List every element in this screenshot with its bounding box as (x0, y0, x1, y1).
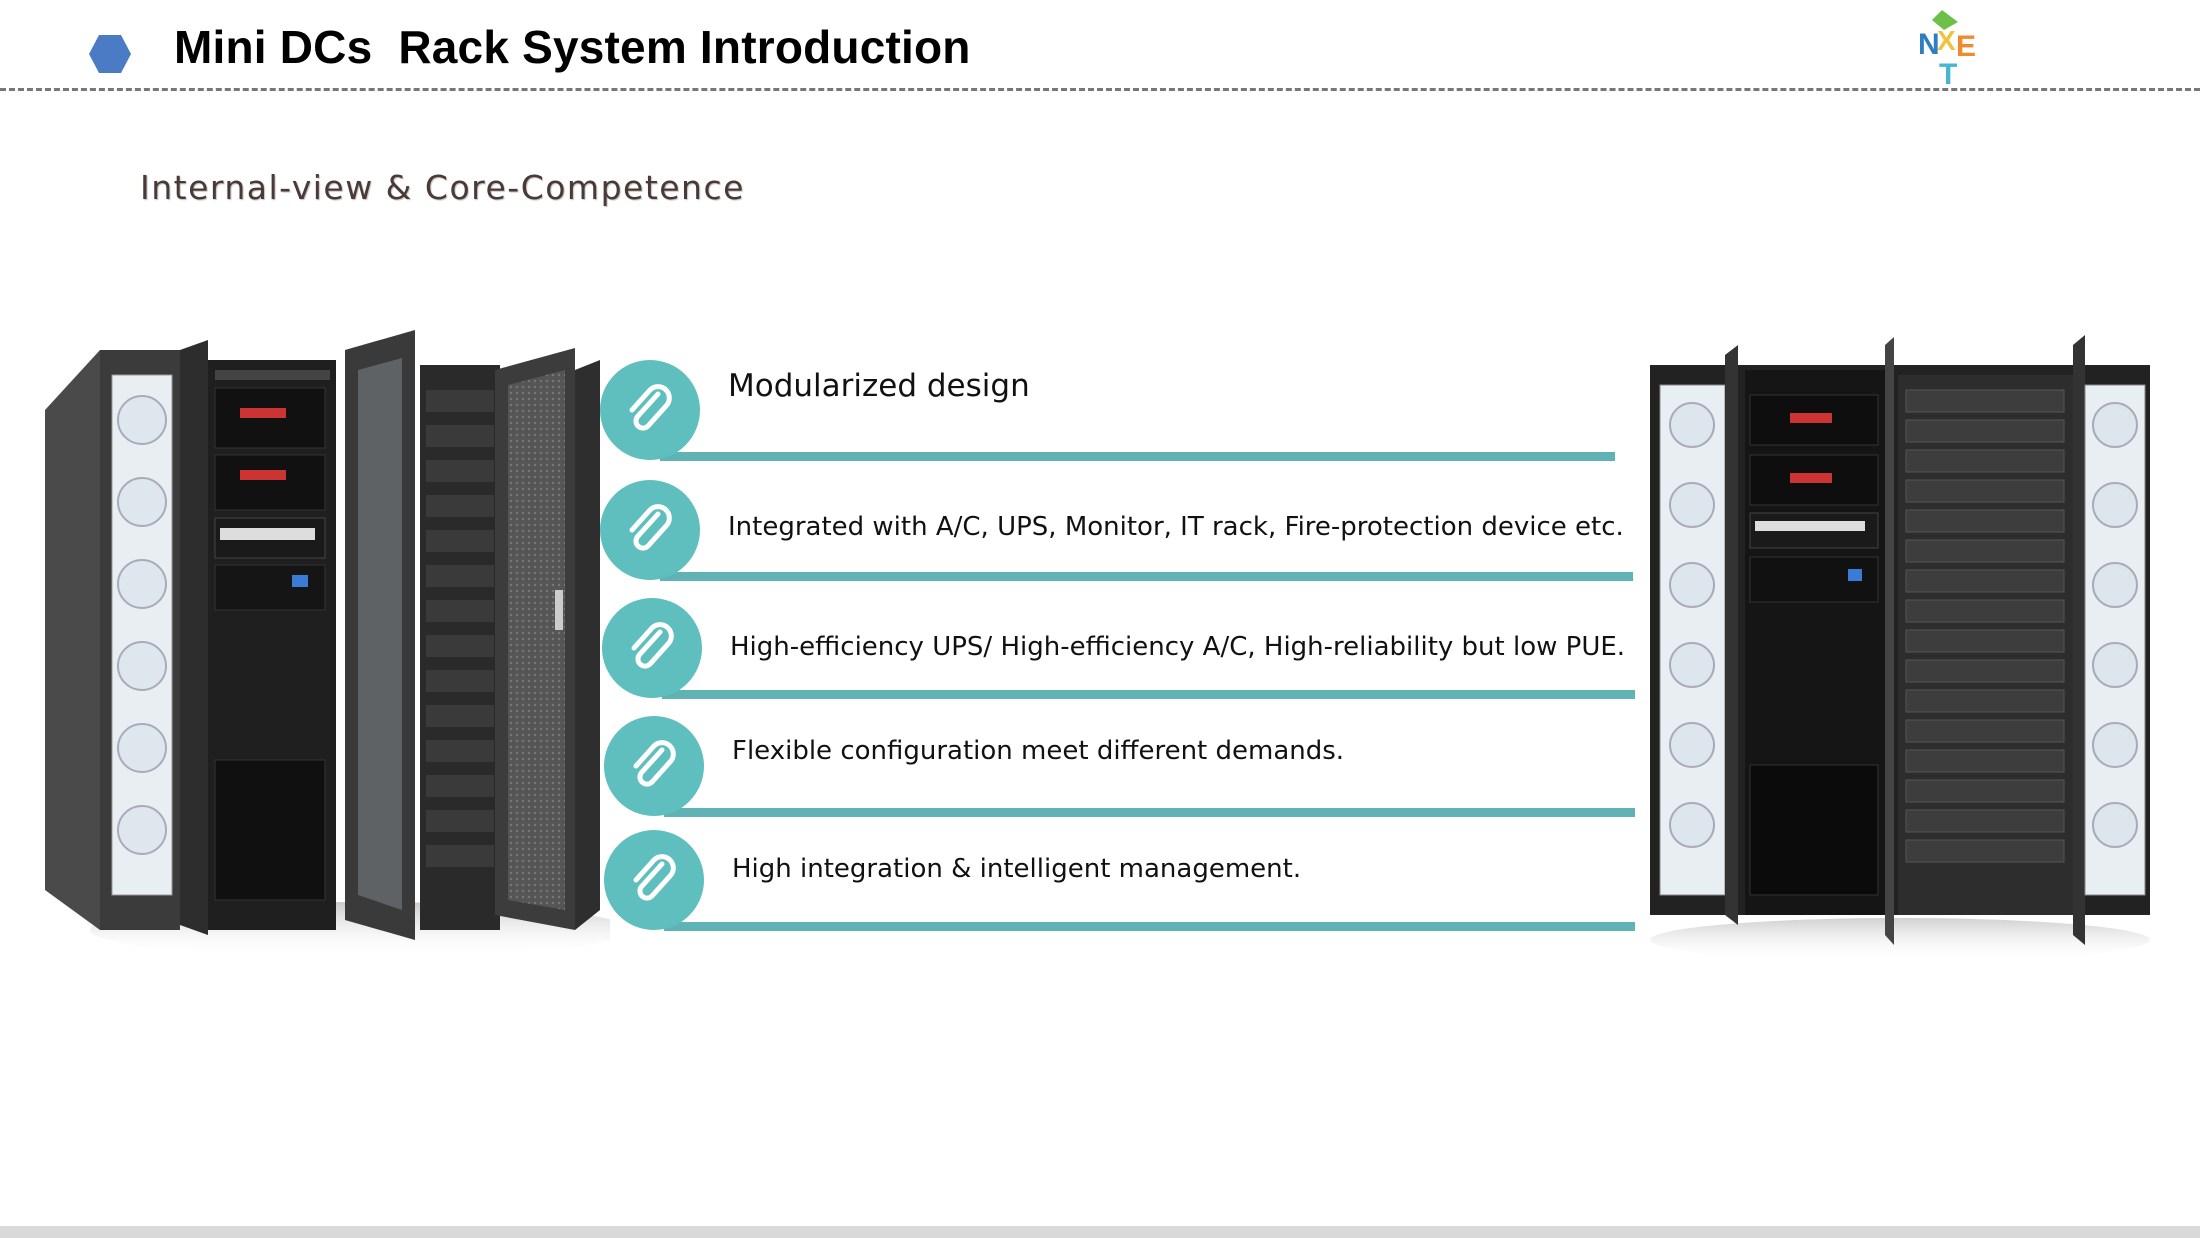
footer-bar (0, 1226, 2200, 1238)
feature-label: Flexible configuration meet different de… (732, 736, 1345, 766)
rack-front-view-image (1650, 335, 2150, 962)
paperclip-icon (600, 480, 700, 580)
feature-item: Modularized design (600, 360, 1620, 461)
hexagon-bullet-icon (89, 35, 131, 73)
feature-item: High integration & intelligent managemen… (604, 830, 1644, 931)
company-logo: N X E T (1918, 10, 1976, 88)
paperclip-icon (600, 360, 700, 460)
page-title: Mini DCs Rack System Introduction (174, 21, 971, 73)
feature-item: Integrated with A/C, UPS, Monitor, IT ra… (600, 480, 1640, 581)
feature-label: Integrated with A/C, UPS, Monitor, IT ra… (728, 512, 1624, 542)
feature-item: High-efficiency UPS/ High-efficiency A/C… (602, 598, 1642, 699)
feature-underline (660, 452, 1615, 461)
paperclip-icon (604, 830, 704, 930)
feature-underline (660, 572, 1633, 581)
feature-label: High-efficiency UPS/ High-efficiency A/C… (730, 632, 1626, 662)
feature-label: High integration & intelligent managemen… (732, 854, 1302, 884)
paperclip-icon (604, 716, 704, 816)
svg-text:E: E (1956, 30, 1976, 63)
svg-text:T: T (1939, 58, 1957, 88)
feature-label: Modularized design (728, 368, 1030, 404)
header-divider (0, 88, 2200, 91)
svg-text:X: X (1937, 25, 1956, 56)
feature-underline (664, 808, 1635, 817)
feature-underline (662, 690, 1635, 699)
svg-text:N: N (1918, 28, 1940, 61)
rack-internal-view-image (45, 330, 610, 958)
feature-item: Flexible configuration meet different de… (604, 716, 1644, 817)
section-subtitle: Internal-view & Core-Competence (140, 168, 745, 207)
paperclip-icon (602, 598, 702, 698)
feature-underline (664, 922, 1635, 931)
